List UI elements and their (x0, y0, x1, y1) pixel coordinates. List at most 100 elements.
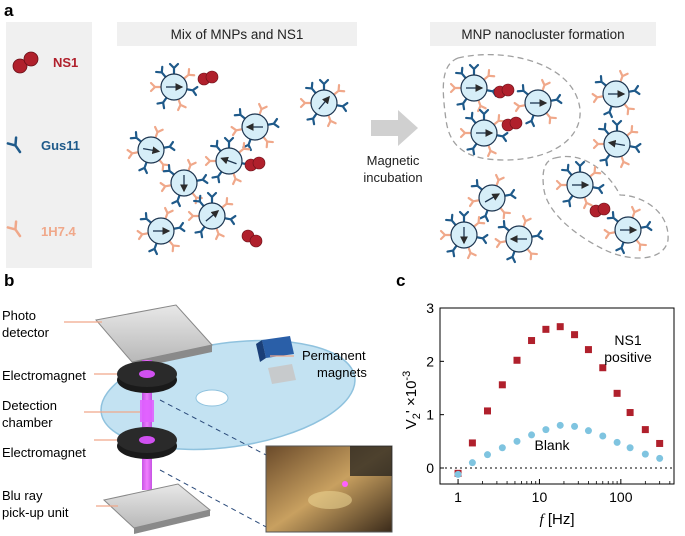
ns1-data-point (599, 364, 607, 372)
h17-antibody (603, 227, 617, 240)
nanoparticle (439, 210, 489, 260)
h17-antibody (459, 127, 473, 139)
nanoparticle (449, 63, 515, 113)
cluster-outline-1 (442, 53, 581, 161)
mix-title: Mix of MNPs and NS1 (171, 27, 304, 42)
chart-xlabel: f [Hz] (539, 511, 574, 528)
blank-data-point (626, 444, 634, 452)
ns1-data-point (641, 426, 649, 434)
cluster-outline-2 (542, 155, 669, 259)
nanoparticle (159, 158, 209, 208)
xlabel-unit: [Hz] (544, 511, 575, 528)
ns1-data-point (571, 331, 579, 339)
series-label-blank: Blank (534, 437, 570, 453)
gus11-antibody (475, 232, 489, 245)
mix-nanoparticles (126, 62, 349, 256)
magnetic-moment-arrow (607, 139, 625, 148)
ns1-data-point (626, 409, 634, 417)
nanoparticle (187, 191, 237, 241)
y-tick-label: 2 (426, 353, 434, 369)
h17-antibody (204, 155, 218, 167)
gus11-antibody (495, 130, 509, 143)
free-ns1 (249, 234, 263, 248)
x-tick-label: 100 (609, 489, 633, 505)
legend-label-gus11: Gus11 (41, 138, 80, 153)
label-bluray-1: Blu ray (2, 488, 43, 503)
label-photo-detector-2: detector (2, 325, 50, 340)
nanoparticle (126, 125, 176, 175)
gus11-antibody (223, 213, 237, 226)
blank-data-point (599, 432, 607, 440)
h17-antibody (159, 180, 173, 193)
magnetic-moment-arrow (220, 156, 237, 165)
blank-data-point (641, 450, 649, 458)
h17-antibody (439, 229, 453, 241)
ns1-data-point (556, 323, 564, 331)
h17-antibody (513, 100, 527, 113)
permanent-magnets (256, 336, 296, 384)
cluster-title-box (430, 22, 656, 46)
gus11-antibody (574, 160, 586, 174)
nanoparticle (299, 78, 349, 128)
x-tick-label: 1 (454, 489, 462, 505)
ns1-dimer (493, 83, 515, 99)
laser-beam (142, 360, 152, 490)
blank-data-point (613, 438, 621, 446)
gus11-antibody (549, 93, 563, 106)
photo-guide-line-2 (159, 469, 269, 529)
blank-data-point (513, 437, 521, 445)
h17-antibody (230, 124, 244, 137)
nanoparticle (603, 205, 653, 255)
nanoparticle (591, 69, 641, 119)
gus11-antibody (172, 221, 186, 234)
gus11-antibody (335, 100, 349, 113)
cluster-title: MNP nanocluster formation (461, 27, 624, 42)
y-tick-label: 3 (426, 300, 434, 316)
gus11-antibody (627, 84, 641, 97)
gus11-antibody (266, 117, 280, 130)
gus11-antibody (611, 119, 623, 133)
h17-antibody (494, 236, 508, 249)
gus11-antibody (478, 108, 490, 122)
photo-guide-line-1 (159, 399, 269, 457)
label-electromagnet-top: Electromagnet (2, 368, 86, 383)
ns1-data-point (498, 381, 506, 389)
label-photo-detector-1: Photo (2, 308, 36, 323)
series-label-ns1-1: NS1 (614, 332, 641, 348)
panel-b-letter: b (4, 271, 14, 290)
h17-antibody (136, 228, 150, 241)
label-detection-2: chamber (2, 415, 53, 430)
series-label-ns1-2: positive (604, 349, 652, 365)
nanoparticle (467, 173, 517, 223)
gus11-antibody (639, 220, 653, 233)
h17-antibody (126, 147, 140, 160)
incubation-label-2: incubation (363, 170, 422, 185)
y-tick-label: 0 (426, 460, 434, 476)
gus11-antibody (503, 188, 517, 201)
blank-data-point (571, 422, 579, 430)
nanoparticle (513, 78, 563, 128)
device-photo-inset (265, 445, 393, 533)
blank-data-point (498, 444, 506, 452)
y-tick-label: 1 (426, 407, 434, 423)
h17-antibody (592, 138, 606, 150)
ns1-data-point (656, 439, 664, 447)
nanoparticle (136, 206, 186, 256)
x-tick-label: 10 (532, 489, 548, 505)
ylabel-sub: 2 (411, 413, 423, 419)
incubation-label-1: Magnetic (367, 153, 420, 168)
gus11-antibody (195, 173, 209, 186)
electromagnet-top (117, 361, 177, 393)
cluster-nanoparticles (439, 63, 653, 264)
ns1-dimer (197, 70, 219, 86)
gus11-antibody (591, 182, 605, 195)
magnetic-moment-arrow (205, 210, 220, 222)
nanoparticle (459, 108, 523, 158)
blank-data-point (528, 431, 536, 439)
bluray-pickup-unit (102, 483, 212, 534)
gus11-antibody (168, 62, 180, 76)
chart-frame (439, 307, 675, 485)
nanoparticle (555, 160, 611, 218)
nanoparticle (494, 214, 544, 264)
